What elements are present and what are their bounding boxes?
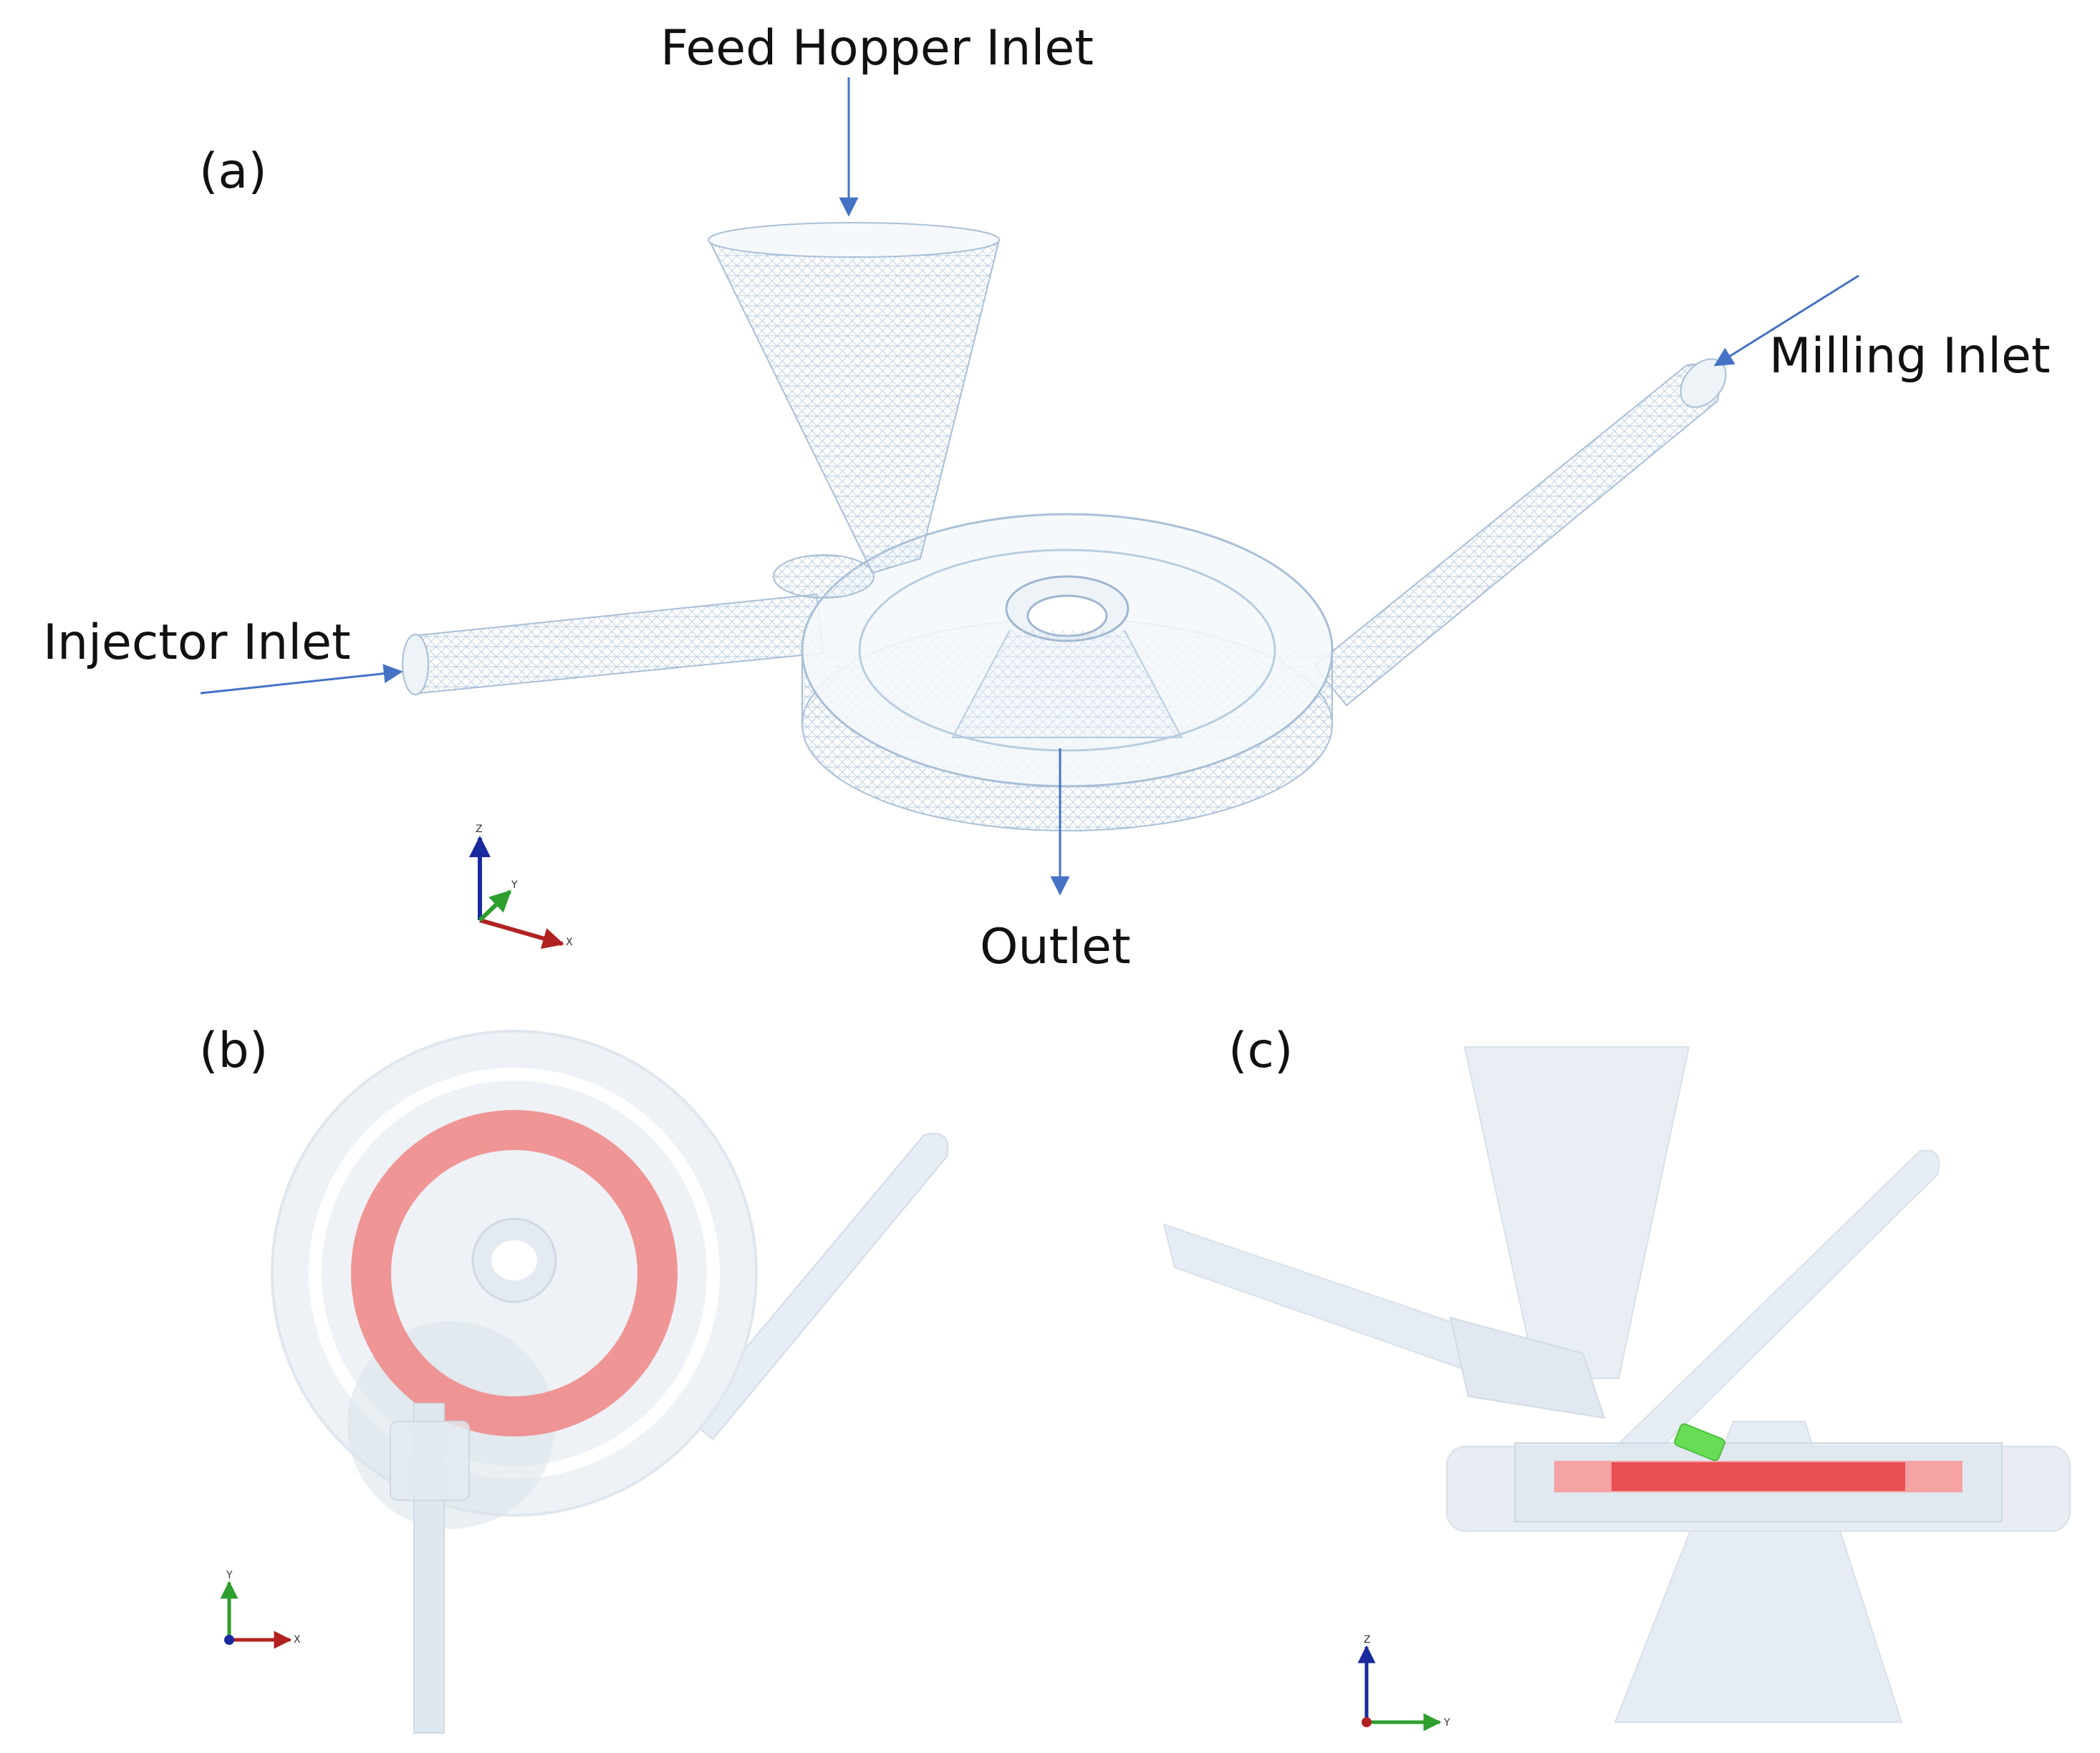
axis-z-label: Z [476,824,483,835]
panel-a-tag: (a) [199,143,267,200]
injector-inlet-arrow [200,664,403,695]
axis-z-label-c: Z [1364,1634,1371,1646]
axis-triad-a: Z X Y [469,824,573,949]
panel-a: (a) [43,20,2051,975]
panel-c: (c) Z Y [1162,1023,2071,1732]
nozzle-side [1674,1423,1725,1462]
outlet-label: Outlet [980,919,1131,975]
axis-x-label-b: X [294,1634,301,1646]
milling-inlet-label: Milling Inlet [1769,328,2051,385]
axis-y-label-c: Y [1443,1717,1450,1729]
central-outlet-top [491,1240,537,1280]
injector-housing-top [390,1421,470,1501]
milling-inlet-pipe [1313,358,1727,707]
outlet-cone-side [1614,1421,1903,1723]
injector-inlet-label: Injector Inlet [43,614,351,671]
milling-inlet-pipe-top [686,1133,949,1441]
axis-y-label-b: Y [226,1570,233,1581]
hopper-neck-side [1449,1316,1606,1419]
panel-c-tag: (c) [1228,1023,1293,1079]
milling-inlet-pipe-side [1585,1149,1940,1498]
grinding-ring-top [351,1110,678,1436]
axis-y-label: Y [511,879,518,891]
milling-inlet-arrow [1713,274,1859,367]
hopper-cone-side [1463,1046,1690,1379]
feed-hopper-cone [708,222,1001,599]
milling-chamber [801,513,1334,831]
feed-hopper-inlet-label: Feed Hopper Inlet [660,20,1094,77]
grinding-ring-side-inner [1612,1462,1905,1491]
panel-b-tag: (b) [199,1023,268,1079]
injector-inlet-pipe [402,593,825,695]
axis-x-label: X [566,937,573,948]
axis-triad-b: Y X [220,1570,301,1649]
panel-b: (b) Y X [199,1023,949,1734]
axis-triad-c: Z Y [1357,1634,1450,1732]
